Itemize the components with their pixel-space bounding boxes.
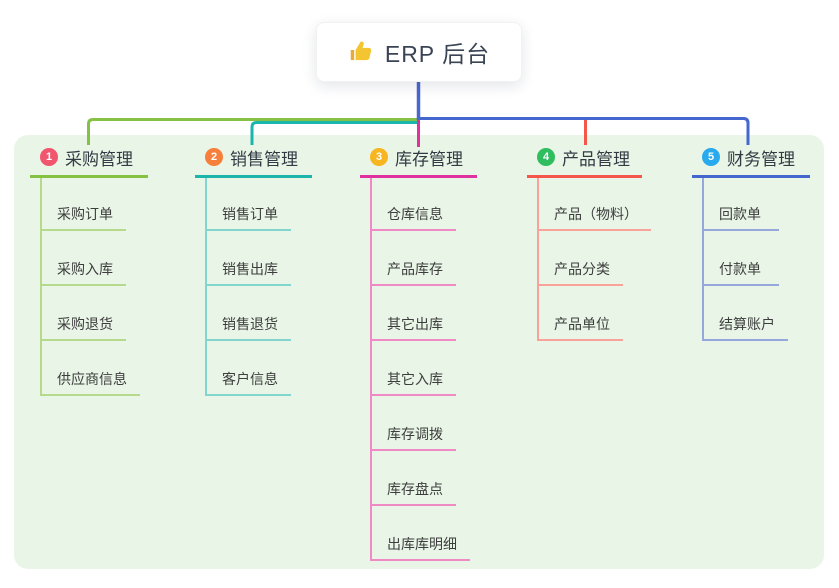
branch-item-label: 供应商信息 [57,371,127,387]
branch-item-label: 仓库信息 [387,206,443,222]
branch-item-label: 销售订单 [222,206,278,222]
branch-number-badge: 2 [205,148,223,166]
branch-item-label: 其它入库 [387,371,443,387]
branch-item-label: 销售退货 [222,316,278,332]
branch-item-label: 采购入库 [57,261,113,277]
branch-item[interactable]: 产品（物料） [537,201,651,231]
branch-item[interactable]: 付款单 [702,256,779,286]
branch-item-label: 产品（物料） [554,206,638,222]
branch-title-label: 财务管理 [727,149,795,169]
branch-item[interactable]: 销售订单 [205,201,291,231]
branch-number-badge: 4 [537,148,555,166]
branch-item-label: 客户信息 [222,371,278,387]
branch-node-4: 4 产品管理产品（物料） 产品分类产品单位 [527,144,651,341]
branch-item[interactable]: 仓库信息 [370,201,456,231]
branch-item[interactable]: 其它出库 [370,311,456,341]
branch-item[interactable]: 采购入库 [40,256,126,286]
branch-rail [205,178,207,396]
branch-item-label: 出库库明细 [387,536,457,552]
branch-item[interactable]: 库存调拨 [370,421,456,451]
branch-rail [370,178,372,561]
branch-number-badge: 1 [40,148,58,166]
branch-item-label: 产品分类 [554,261,610,277]
branch-item[interactable]: 销售退货 [205,311,291,341]
branch-item-label: 采购订单 [57,206,113,222]
branch-number-badge: 3 [370,148,388,166]
branch-item-label: 产品单位 [554,316,610,332]
mindmap-panel [14,135,824,569]
branch-item-label: 库存调拨 [387,426,443,442]
branch-item-label: 其它出库 [387,316,443,332]
branch-title-5[interactable]: 5 财务管理 [692,144,810,178]
branch-item[interactable]: 产品库存 [370,256,456,286]
root-node[interactable]: ERP 后台 [316,22,522,82]
branch-item[interactable]: 产品分类 [537,256,623,286]
branch-title-label: 销售管理 [230,149,298,169]
branch-number-badge: 5 [702,148,720,166]
branch-item-label: 产品库存 [387,261,443,277]
branch-item[interactable]: 其它入库 [370,366,456,396]
branch-rail [40,178,42,396]
branch-item[interactable]: 销售出库 [205,256,291,286]
branch-item-label: 采购退货 [57,316,113,332]
branch-title-2[interactable]: 2 销售管理 [195,144,312,178]
branch-rail [537,178,539,341]
branch-node-2: 2 销售管理销售订单销售出库销售退货客户信息 [195,144,312,396]
branch-item[interactable]: 采购退货 [40,311,126,341]
branch-item[interactable]: 出库库明细 [370,531,470,561]
branch-item-label: 回款单 [719,206,761,222]
branch-item-label: 付款单 [719,261,761,277]
branch-title-label: 库存管理 [395,149,463,169]
branch-item-label: 结算账户 [719,316,775,332]
thumbs-up-icon [350,41,372,61]
branch-title-label: 产品管理 [562,149,630,169]
root-node-label: ERP 后台 [384,41,491,67]
branch-item[interactable]: 库存盘点 [370,476,456,506]
branch-title-4[interactable]: 4 产品管理 [527,144,642,178]
branch-title-1[interactable]: 1 采购管理 [30,144,148,178]
branch-node-5: 5 财务管理回款单付款单结算账户 [692,144,810,341]
branch-item[interactable]: 客户信息 [205,366,291,396]
branch-node-1: 1 采购管理采购订单采购入库采购退货供应商信息 [30,144,148,396]
branch-item[interactable]: 采购订单 [40,201,126,231]
branch-title-3[interactable]: 3 库存管理 [360,144,477,178]
branch-item[interactable]: 供应商信息 [40,366,140,396]
branch-item[interactable]: 结算账户 [702,311,788,341]
branch-item[interactable]: 产品单位 [537,311,623,341]
branch-title-label: 采购管理 [65,149,133,169]
branch-node-3: 3 库存管理仓库信息产品库存其它出库其它入库库存调拨库存盘点出库库明细 [360,144,477,561]
branch-item[interactable]: 回款单 [702,201,779,231]
branch-rail [702,178,704,341]
branch-item-label: 销售出库 [222,261,278,277]
branch-item-label: 库存盘点 [387,481,443,497]
